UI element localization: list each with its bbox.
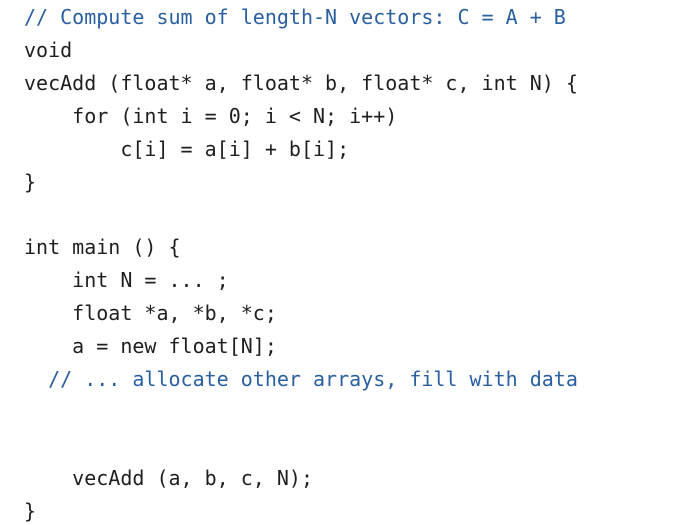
code-line-loop-body: c[i] = a[i] + b[i]; (24, 137, 350, 161)
code-line-function-close: } (24, 170, 37, 194)
code-line-function-signature: vecAdd (float* a, float* b, float* c, in… (24, 71, 578, 95)
code-line-return-type: void (24, 38, 73, 62)
code-line-main-close: } (24, 499, 37, 523)
code-line-call-vecadd: vecAdd (a, b, c, N); (24, 466, 313, 490)
code-line-comment-header: // Compute sum of length-N vectors: C = … (24, 5, 566, 29)
code-line-declare-pointers: float *a, *b, *c; (24, 301, 277, 325)
code-line-comment-allocate: // ... allocate other arrays, fill with … (24, 367, 578, 391)
code-line-for-loop: for (int i = 0; i < N; i++) (24, 104, 398, 128)
code-line-allocate-a: a = new float[N]; (24, 334, 277, 358)
code-line-main-signature: int main () { (24, 235, 181, 259)
code-line-declare-n: int N = ... ; (24, 268, 229, 292)
